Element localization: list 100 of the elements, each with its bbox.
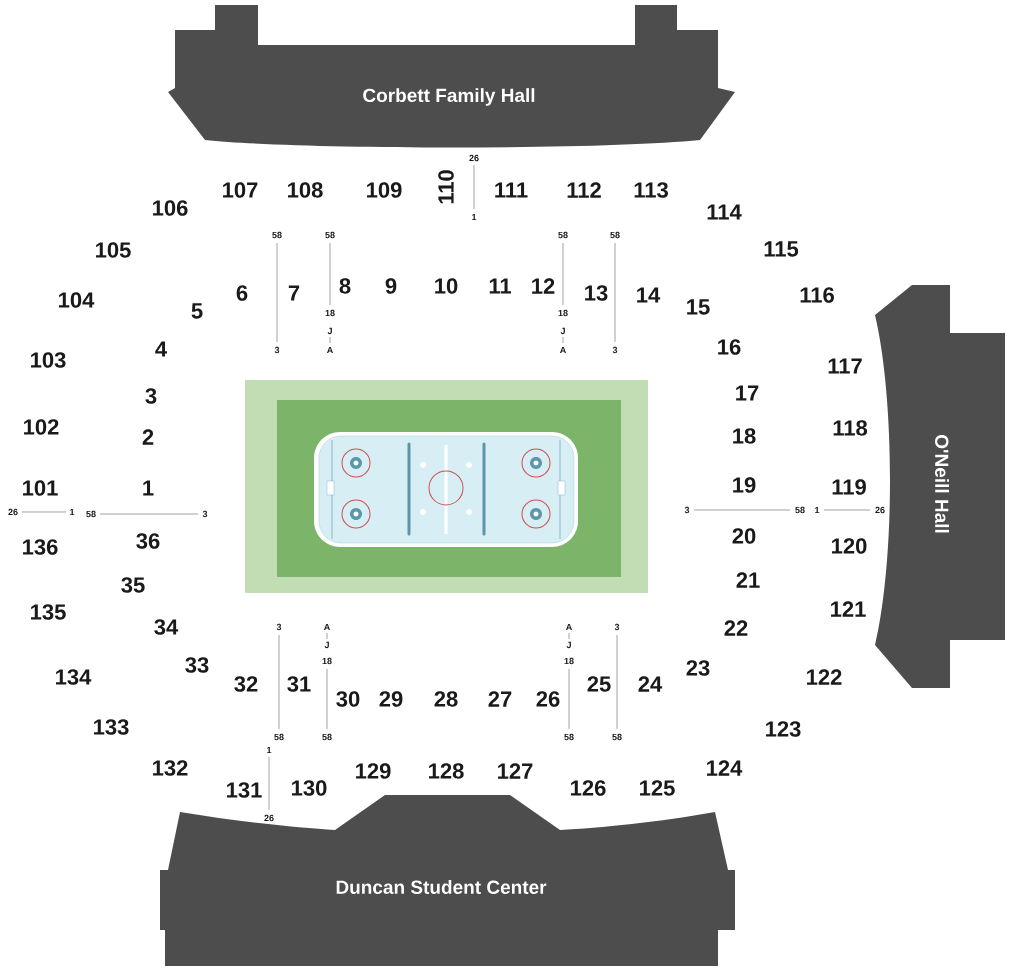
section-number: 27 [488,691,512,707]
section-number: 101 [23,480,58,496]
section-number: 32 [234,676,258,692]
row-number: 58 [558,231,568,239]
row-number: J [560,327,565,335]
section-number: 26 [536,691,560,707]
section-number: 12 [532,278,555,294]
row-number: A [565,623,572,631]
section-number: 122 [807,669,842,685]
section-number: 104 [59,292,95,308]
section-number: 18 [733,428,756,444]
section-number: 115 [764,241,799,257]
row-number: 18 [325,309,335,317]
row-number: 58 [795,506,805,514]
row-number: J [324,641,329,649]
section-number: 133 [94,719,129,735]
section-number: 6 [236,285,248,301]
section-number: 112 [567,182,601,198]
section-number: 13 [585,285,608,301]
row-number: 18 [322,657,332,665]
section-number: 107 [223,182,258,198]
section-number: 23 [686,660,710,676]
section-number: 31 [287,676,311,692]
row-number: A [323,623,330,631]
section-number: 33 [185,657,209,673]
row-number: 3 [276,623,282,631]
section-number: 3 [145,388,157,404]
section-number: 28 [434,691,458,707]
row-number: A [559,346,566,354]
building-block: Corbett Family Hall [168,5,735,148]
section-number: 126 [571,780,606,796]
row-number: 1 [267,746,272,754]
row-number: 58 [564,733,574,741]
section-number: 114 [707,204,742,220]
section-number: 130 [292,780,327,796]
row-number: 18 [564,657,574,665]
row-number: 18 [558,309,568,317]
section-number: 134 [56,669,92,685]
section-number: 131 [227,782,262,798]
section-number: 11 [489,278,511,294]
section-number: 21 [736,572,760,588]
section-number: 7 [288,285,300,301]
section-number: 29 [379,691,403,707]
section-number: 1 [143,480,154,496]
section-number: 108 [288,182,323,198]
row-number: 58 [325,231,335,239]
section-number: 22 [724,620,748,636]
section-number: 30 [336,691,360,707]
row-number: 3 [202,510,208,518]
row-number: 58 [322,733,332,741]
section-number: 34 [154,619,179,635]
section-number: 125 [640,780,675,796]
section-number: 2 [142,429,154,445]
section-number: 17 [736,385,759,401]
row-number: 58 [272,231,282,239]
row-number: 3 [274,346,280,354]
section-number: 116 [800,287,834,303]
section-number: 136 [23,539,58,555]
section-number: 109 [367,182,402,198]
section-number: 25 [587,676,611,692]
row-number: 26 [875,506,885,514]
section-number: 8 [339,278,351,294]
row-number: 58 [612,733,622,741]
row-number: 3 [612,346,618,354]
section-number: 19 [733,477,756,493]
section-number: 9 [385,278,397,294]
section-number: 16 [718,339,741,355]
section-number: 106 [153,200,188,216]
section-number: 102 [24,419,59,435]
section-number: 10 [435,278,458,294]
row-number: J [327,327,332,335]
section-number: 15 [687,299,710,315]
section-number: 135 [31,604,66,620]
section-number: 35 [121,577,145,593]
row-number: 26 [264,814,274,822]
section-number: 4 [155,341,167,357]
section-number: 105 [96,242,131,258]
section-number: 111 [495,182,528,198]
row-number: 3 [614,623,620,631]
row-number: 26 [8,508,18,516]
section-number: 20 [732,528,756,544]
row-number: 1 [70,508,75,516]
section-number: 132 [153,760,188,776]
section-number: 14 [637,287,661,303]
section-number: 5 [191,303,203,319]
row-number: 58 [610,231,620,239]
row-number: 58 [274,733,284,741]
section-number: 36 [136,533,160,549]
row-number: 3 [684,506,690,514]
section-number: 24 [638,676,663,692]
section-number: 110 [438,170,454,204]
row-number: A [327,346,333,354]
row-number: 58 [86,510,96,518]
row-number: 1 [472,213,477,221]
section-number: 103 [31,352,66,368]
section-number: 123 [766,721,801,737]
section-number: 124 [707,760,743,776]
row-number: J [566,641,571,649]
section-number: 113 [634,182,668,198]
row-number: 1 [815,506,820,514]
